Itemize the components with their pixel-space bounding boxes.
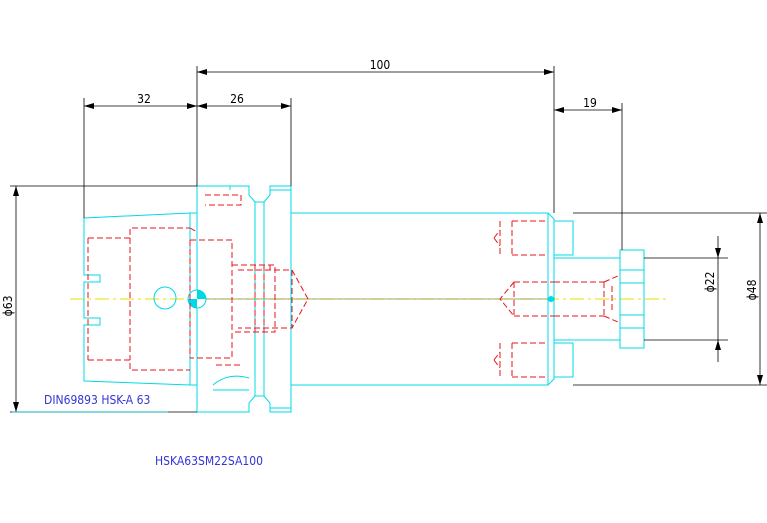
dimension-lines bbox=[10, 66, 767, 413]
hidden-lines bbox=[87, 194, 619, 378]
dim-taper-length: 32 bbox=[137, 92, 151, 106]
orientation-mark bbox=[187, 289, 554, 309]
dim-taper-diameter: ϕ63 bbox=[1, 296, 15, 317]
flange bbox=[196, 185, 292, 413]
standard-label: DIN69893 HSK-A 63 bbox=[44, 393, 150, 407]
part-number-label: HSKA63SM22SA100 bbox=[155, 454, 263, 468]
dim-flange-length: 26 bbox=[230, 92, 244, 106]
dim-nose-length: 19 bbox=[583, 96, 597, 110]
dim-overall-length: 100 bbox=[370, 58, 391, 72]
dim-face-diameter: ϕ48 bbox=[745, 279, 759, 300]
dim-pilot-diameter: ϕ22 bbox=[703, 272, 717, 293]
